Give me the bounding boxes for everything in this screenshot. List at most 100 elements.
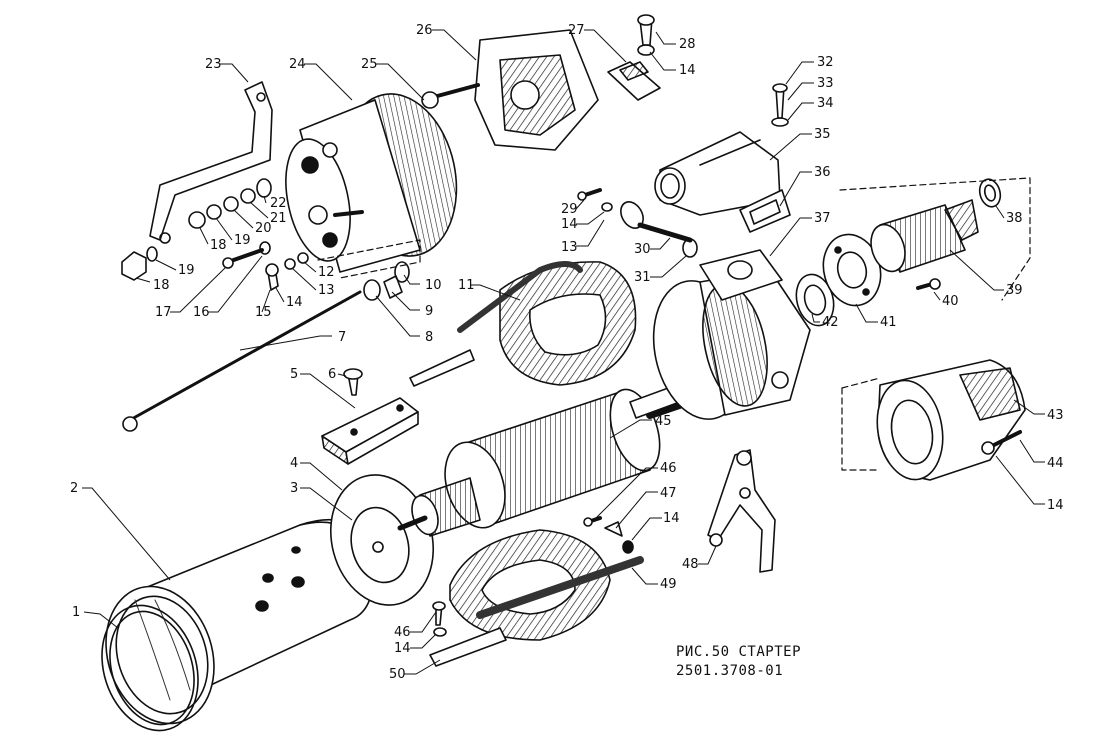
callout-c41: 41: [855, 303, 897, 330]
callout-c14f: 14: [995, 455, 1064, 513]
callout-number: 50: [389, 667, 406, 682]
callout-number: 18: [210, 238, 227, 253]
tie-rod-part: [122, 290, 362, 432]
callout-number: 46: [394, 625, 411, 640]
callout-c18a: 18: [135, 277, 170, 293]
callout-number: 34: [817, 96, 834, 111]
callout-c30: 30: [634, 237, 671, 257]
callout-leader-line: [650, 255, 687, 278]
callout-number: 4: [290, 456, 298, 471]
callout-number: 26: [416, 23, 433, 38]
callout-number: 17: [155, 305, 172, 320]
callout-c13b: 13: [561, 219, 605, 255]
callout-number: 19: [178, 263, 195, 278]
pole-shoe-part: [321, 368, 419, 465]
callout-leader-line: [410, 611, 437, 633]
callout-number: 10: [425, 278, 442, 293]
callout-number: 49: [660, 577, 677, 592]
callout-number: 43: [1047, 408, 1064, 423]
callout-number: 27: [568, 23, 585, 38]
callout-leader-line: [376, 63, 425, 101]
callout-number: 25: [361, 57, 378, 72]
callout-number: 29: [561, 202, 578, 217]
callout-c35: 35: [769, 127, 831, 161]
caption-title: РИС.50 СТАРТЕР: [676, 644, 802, 660]
callout-number: 14: [561, 217, 578, 232]
callout-leader-line: [769, 133, 812, 161]
callout-c46a: 46: [593, 461, 677, 521]
callout-number: 6: [328, 367, 336, 382]
callout-number: 13: [561, 240, 578, 255]
callout-c23: 23: [205, 57, 249, 83]
drive-washer-group: [795, 233, 941, 327]
callout-number: 1: [72, 605, 80, 620]
callout-c4: 4: [290, 456, 343, 491]
callout-leader-line: [995, 205, 1005, 219]
callout-c15: 15: [255, 289, 272, 320]
callout-c14e: 14: [394, 633, 437, 656]
callout-c32: 32: [785, 55, 834, 85]
housing-part: [105, 518, 374, 725]
callout-leader-line: [303, 261, 317, 273]
callout-c49: 49: [631, 567, 677, 592]
callout-leader-line: [575, 199, 585, 210]
callout-leader-line: [404, 659, 441, 675]
callout-c39: 39: [949, 249, 1023, 298]
callout-c21: 21: [249, 201, 287, 226]
callout-leader-line: [584, 29, 627, 63]
washer-part: [329, 474, 435, 606]
callout-number: 19: [234, 233, 251, 248]
callout-c25: 25: [361, 57, 425, 101]
callout-number: 16: [193, 305, 210, 320]
callout-number: 14: [679, 63, 696, 78]
callout-c50: 50: [389, 659, 441, 682]
callout-c47: 47: [615, 486, 677, 529]
callout-leader-line: [410, 633, 437, 649]
nut-washer-group-upper: [121, 178, 272, 281]
callout-number: 33: [817, 76, 834, 91]
callout-leader-line: [233, 209, 254, 229]
callout-leader-line: [1019, 439, 1045, 463]
callout-c13a: 13: [291, 267, 335, 298]
callout-number: 23: [205, 57, 222, 72]
callout-leader-line: [631, 517, 662, 541]
callout-number: 44: [1047, 456, 1064, 471]
callout-number: 7: [338, 330, 346, 345]
drive-housing-part: [652, 249, 811, 420]
callout-c11: 11: [458, 278, 521, 301]
armature-part: [397, 379, 704, 537]
callout-number: 2: [70, 481, 78, 496]
callout-number: 48: [682, 557, 699, 572]
callout-c16: 16: [193, 255, 263, 320]
callout-leader-line: [609, 419, 652, 439]
callout-leader-line: [787, 82, 814, 101]
callout-c46b: 46: [394, 611, 437, 640]
callout-number: 21: [270, 211, 287, 226]
callout-c37: 37: [769, 211, 831, 257]
callout-leader-line: [215, 217, 233, 241]
callout-number: 35: [814, 127, 831, 142]
callout-c43: 43: [1013, 399, 1064, 423]
callout-leader-line: [650, 237, 671, 250]
callout-number: 8: [425, 330, 433, 345]
callout-leader-line: [769, 217, 812, 257]
callout-leader-line: [300, 487, 353, 521]
callout-leader-line: [787, 102, 814, 121]
callout-c18b: 18: [199, 227, 227, 253]
callout-c7: 7: [239, 330, 346, 351]
callout-number: 14: [286, 295, 303, 310]
callout-number: 15: [255, 305, 272, 320]
callout-c26: 26: [416, 23, 477, 61]
callout-number: 45: [655, 414, 672, 429]
callout-leader-line: [220, 63, 249, 83]
callout-leader-line: [655, 31, 676, 45]
figure-caption: РИС.50 СТАРТЕР 2501.3708-01: [676, 643, 801, 681]
callout-leader-line: [576, 211, 605, 225]
callout-leader-line: [470, 284, 521, 301]
screw-group-mid: [222, 241, 410, 301]
callout-leader-line: [391, 291, 420, 311]
callout-number: 18: [153, 278, 170, 293]
callout-number: 41: [880, 315, 897, 330]
callout-c1: 1: [72, 605, 119, 629]
callout-c14c: 14: [561, 211, 605, 232]
